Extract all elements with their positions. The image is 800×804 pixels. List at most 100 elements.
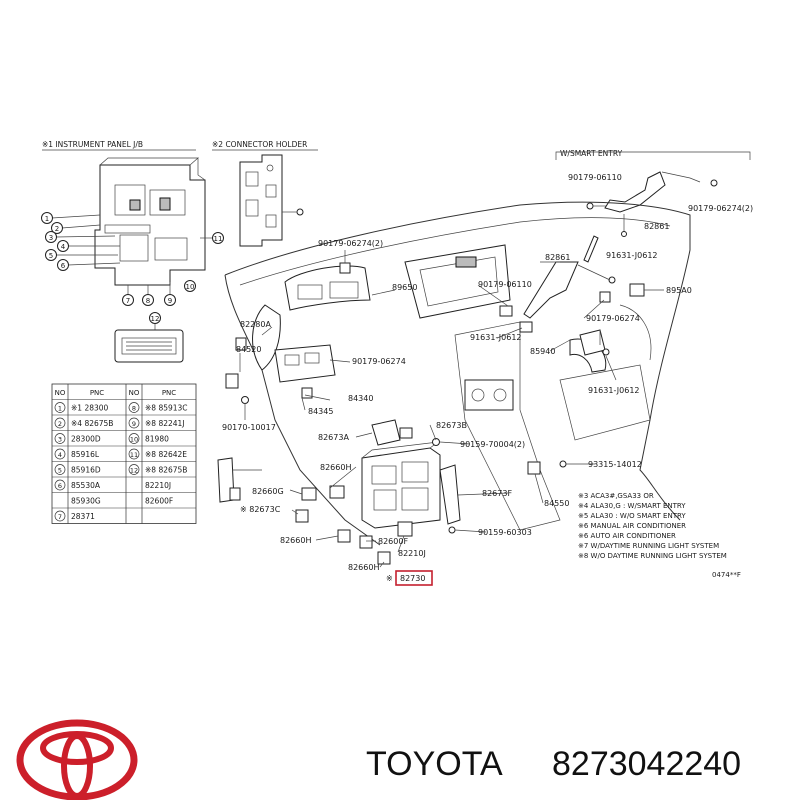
- svg-text:1: 1: [45, 215, 49, 223]
- part-labels: 90179-06274(2) 89650 90179-06110 82861 8…: [222, 173, 753, 586]
- connector-holder-title: ※2 CONNECTOR HOLDER: [212, 140, 307, 149]
- table-cell: ※8 85913C: [145, 404, 188, 413]
- svg-text:7: 7: [126, 297, 130, 305]
- callout-5: 5: [45, 249, 57, 261]
- table-cell: ※8 82241J: [145, 419, 185, 428]
- svg-text:9: 9: [168, 297, 172, 305]
- table-cell: ※4 82675B: [71, 419, 113, 428]
- smart-entry-title: W/SMART ENTRY: [560, 149, 623, 158]
- note-3: ※5 ALA30 : W/O SMART ENTRY: [578, 512, 686, 520]
- table-cell: ※8 82642E: [145, 450, 187, 459]
- label-90179-06274-r2: 90179-06274(2): [688, 204, 753, 213]
- instrument-panel-title: ※1 INSTRUMENT PANEL J/B: [42, 140, 143, 149]
- svg-text:11: 11: [214, 235, 223, 243]
- label-82673a: 82673A: [318, 433, 349, 442]
- label-90179-06274-r: 90179-06274: [586, 314, 640, 323]
- table-cell: 11: [130, 451, 138, 459]
- callout-10: 10: [184, 280, 196, 292]
- svg-text:8: 8: [146, 297, 150, 305]
- table-cell: 5: [58, 467, 62, 475]
- highlight-82730: [395, 570, 433, 586]
- table-cell: 81980: [145, 435, 169, 444]
- label-82730: 82730: [400, 574, 425, 583]
- label-82861-r: 82861: [644, 222, 669, 231]
- label-91631-j0612-r: 91631-J0612: [606, 251, 658, 260]
- center-display: [404, 244, 511, 319]
- svg-text:5: 5: [49, 252, 53, 260]
- callout-8: 8: [142, 294, 154, 306]
- label-90170-10017: 90170-10017: [222, 423, 276, 432]
- label-82660g: 82660G: [252, 487, 284, 496]
- svg-text:6: 6: [61, 262, 66, 270]
- label-89650: 89650: [392, 283, 417, 292]
- table-cell: 82600F: [145, 497, 173, 506]
- table-cell: 2: [58, 420, 62, 428]
- label-82673b: 82673B: [436, 421, 467, 430]
- toyota-logo-icon: [16, 719, 138, 801]
- svg-text:3: 3: [49, 234, 53, 242]
- label-90159-60303: 90159-60303: [478, 528, 532, 537]
- label-84345: 84345: [308, 407, 333, 416]
- table-cell: 6: [58, 482, 62, 490]
- callout-12: 12: [149, 312, 161, 324]
- table-cell: 3: [58, 436, 62, 444]
- smart-entry-inset: W/SMART ENTRY: [555, 149, 751, 263]
- callout-9: 9: [164, 294, 176, 306]
- table-cell: 85930G: [71, 497, 101, 506]
- label-82861-mid: 82861: [545, 253, 570, 262]
- center-console: [454, 321, 561, 531]
- table-cell: ※8 82675B: [145, 466, 187, 475]
- table-cell: 9: [132, 420, 136, 428]
- callout-3: 3: [45, 231, 57, 243]
- label-90179-06274-mid: 90179-06274: [352, 357, 406, 366]
- svg-text:12: 12: [151, 315, 160, 323]
- svg-text:10: 10: [186, 283, 195, 291]
- table-cell: 85916D: [71, 466, 101, 475]
- switch-panel: [274, 344, 336, 383]
- table-cell: 82210J: [145, 481, 171, 490]
- label-85940: 85940: [530, 347, 555, 356]
- bracket: [439, 464, 461, 525]
- table-cell: ※1 28300: [71, 404, 109, 413]
- callout-7: 7: [122, 294, 134, 306]
- label-82660h-b: 82660H: [280, 536, 311, 545]
- table-cell: 85530A: [71, 481, 101, 490]
- footnotes: ※3 ACA3#,GSA33 OR ※4 ALA30,G : W/SMART E…: [578, 492, 741, 579]
- callout-1: 1: [41, 212, 53, 224]
- label-82210j: 82210J: [398, 549, 426, 558]
- smart-entry-antenna: [604, 171, 666, 213]
- callout-6: 6: [57, 259, 69, 271]
- table-header-cell: NO: [129, 389, 140, 397]
- label-90179-06274-top: 90179-06274(2): [318, 239, 383, 248]
- note-6: ※7 W/DAYTIME RUNNING LIGHT SYSTEM: [578, 542, 719, 550]
- table-cell: 12: [130, 467, 138, 475]
- label-82600f: 82600F: [378, 537, 408, 546]
- callout-2: 2: [51, 222, 63, 234]
- climate-control-panel: [464, 379, 514, 411]
- table-cell: 28371: [71, 512, 95, 521]
- note-2: ※4 ALA30,G : W/SMART ENTRY: [578, 502, 686, 510]
- label-90179-06110-mid: 90179-06110: [478, 280, 532, 289]
- label-93315-14012: 93315-14012: [588, 460, 642, 469]
- label-91631-j0612-b: 91631-J0612: [588, 386, 640, 395]
- table-cell: 4: [58, 451, 62, 459]
- brand-name: TOYOTA: [366, 745, 503, 783]
- part-number: 8273042240: [552, 745, 741, 783]
- label-84550: 84550: [544, 499, 569, 508]
- label-82673f: 82673F: [482, 489, 512, 498]
- label-82673c: ※ 82673C: [240, 505, 281, 514]
- table-cell: 85916L: [71, 450, 100, 459]
- label-84520: 84520: [236, 345, 261, 354]
- figure-code: 0474**F: [712, 571, 741, 579]
- instrument-panel-inset: ※1 INSTRUMENT PANEL J/B 1 2 3 4 5: [41, 140, 224, 363]
- table-cell: 7: [58, 513, 62, 521]
- svg-text:2: 2: [55, 225, 59, 233]
- steering-column: [252, 304, 281, 371]
- connector-holder-inset: ※2 CONNECTOR HOLDER: [212, 140, 318, 247]
- svg-text:4: 4: [61, 243, 66, 251]
- label-90159-70004: 90159-70004(2): [460, 440, 525, 449]
- table-cell: 1: [58, 405, 62, 413]
- note-5: ※6 AUTO AIR CONDITIONER: [578, 532, 676, 540]
- table-cell: 10: [130, 436, 138, 444]
